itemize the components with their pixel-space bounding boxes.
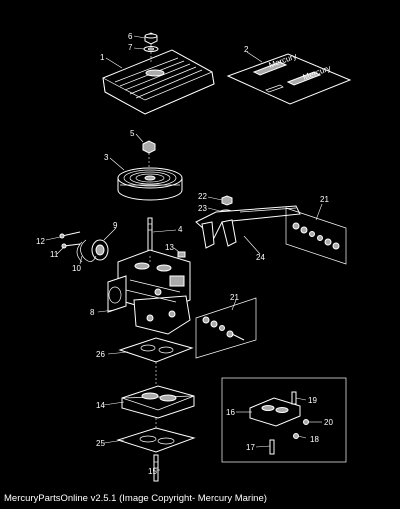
callout-7: 7 (128, 43, 133, 52)
callout-13: 13 (165, 243, 174, 252)
upper-linkage-kit[interactable] (285, 207, 347, 265)
leader-lines (45, 35, 323, 471)
throttle-bracket[interactable] (195, 205, 301, 249)
spacer-stud[interactable] (153, 454, 159, 482)
callout-12: 12 (36, 237, 45, 246)
cover-nut[interactable] (144, 32, 158, 45)
callout-9: 9 (113, 221, 118, 230)
callout-10: 10 (72, 264, 81, 273)
carburetor-spacer[interactable] (121, 385, 195, 419)
callout-26: 26 (96, 350, 105, 359)
callout-2: 2 (244, 45, 249, 54)
callout-8: 8 (90, 308, 95, 317)
callout-21-lower: 21 (230, 293, 239, 302)
callout-1: 1 (100, 53, 105, 62)
callout-4: 4 (178, 225, 183, 234)
callout-labels: 1 2 3 4 5 6 7 8 9 10 11 12 13 14 15 16 1… (36, 32, 333, 476)
flame-arrestor-cover[interactable] (102, 49, 215, 115)
callout-23: 23 (198, 204, 207, 213)
carburetor-gasket[interactable] (118, 337, 194, 363)
bracket-nut[interactable] (221, 195, 233, 206)
callout-15: 15 (148, 467, 157, 476)
inset-spacer-kit[interactable] (221, 377, 347, 463)
callout-3: 3 (104, 153, 109, 162)
carburetor-assembly[interactable] (107, 249, 191, 335)
callout-5: 5 (130, 129, 135, 138)
callout-11: 11 (50, 250, 59, 259)
callout-6: 6 (128, 32, 133, 41)
choke-thermostat[interactable] (91, 239, 109, 261)
lower-linkage-kit[interactable] (195, 297, 257, 359)
spacer-gasket[interactable] (116, 427, 196, 453)
choke-screws[interactable] (59, 231, 81, 249)
callout-17: 17 (246, 443, 255, 452)
decal-sheet[interactable]: Mercury Mercury (226, 52, 352, 105)
flame-arrestor[interactable] (117, 167, 183, 201)
callout-22: 22 (198, 192, 207, 201)
callout-20: 20 (324, 418, 333, 427)
callout-18: 18 (310, 435, 319, 444)
callout-25: 25 (96, 439, 105, 448)
callout-21-upper: 21 (320, 195, 329, 204)
callout-19: 19 (308, 396, 317, 405)
callout-16: 16 (226, 408, 235, 417)
copyright-caption: MercuryPartsOnline v2.5.1 (Image Copyrig… (4, 493, 267, 504)
callout-24: 24 (256, 253, 265, 262)
fuel-fitting[interactable] (177, 251, 186, 258)
air-filter-nut[interactable] (142, 140, 156, 154)
choke-gasket[interactable] (76, 239, 97, 263)
carburetor-stud[interactable] (147, 217, 153, 255)
callout-14: 14 (96, 401, 105, 410)
